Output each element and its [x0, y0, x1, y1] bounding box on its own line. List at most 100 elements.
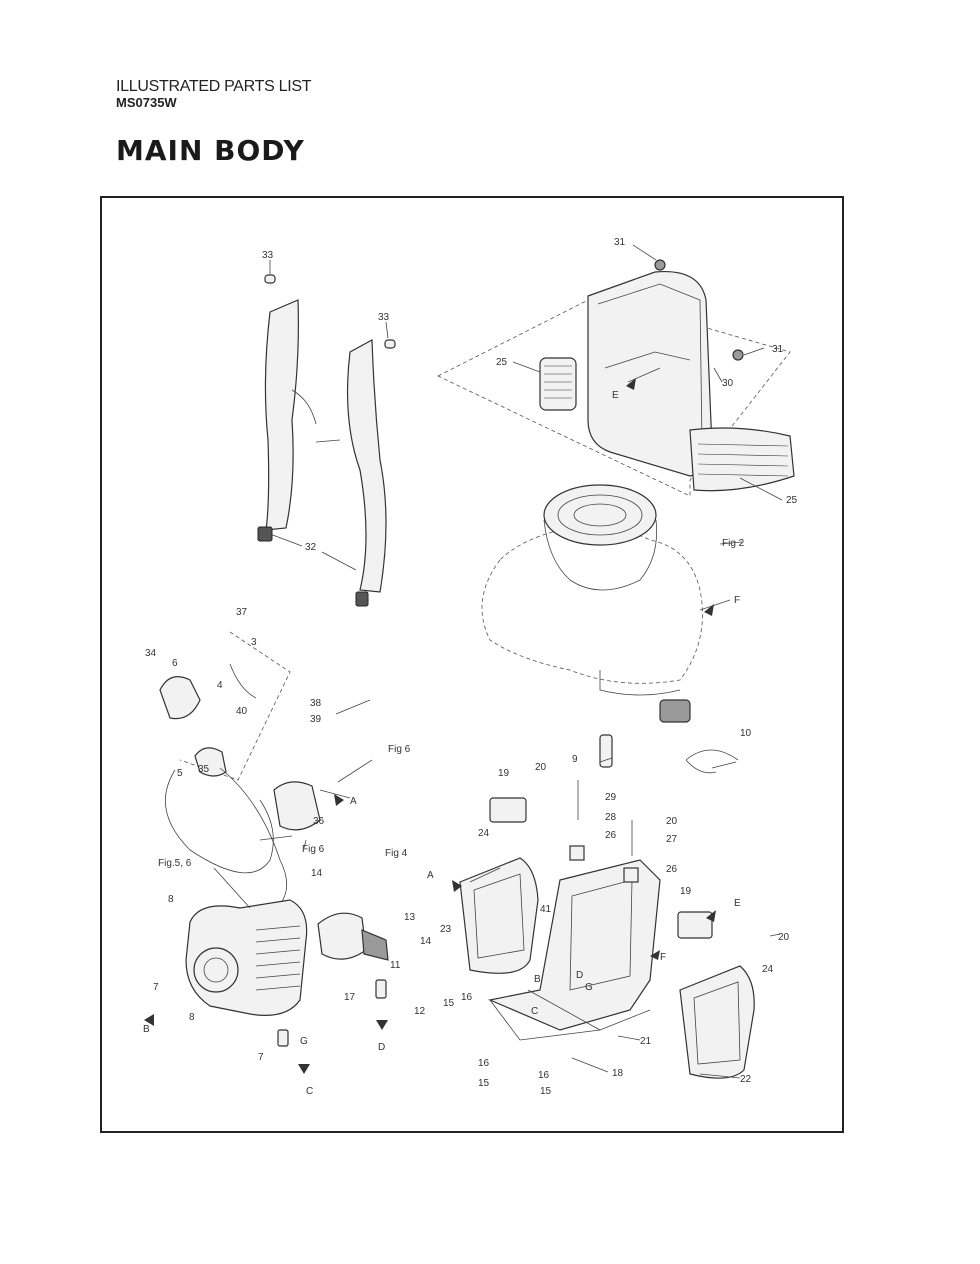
- bracket-19a: [489, 797, 527, 823]
- callout-c-right: C: [531, 1006, 538, 1017]
- screw-31a: [654, 259, 666, 271]
- callout-10a: 10: [740, 728, 752, 739]
- callout-32: 32: [305, 542, 317, 553]
- callout-a-right: A: [427, 870, 434, 881]
- arrow-b: [144, 1014, 154, 1026]
- pad-22: [679, 965, 755, 1079]
- callout-36: 36: [313, 816, 325, 827]
- callout-17: 17: [344, 992, 356, 1003]
- callout-8a: 8: [168, 894, 174, 905]
- callout-fig6-b: Fig 6: [302, 844, 325, 855]
- callout-fig5-6: Fig.5, 6: [158, 858, 192, 869]
- callout-14a: 14: [311, 868, 323, 879]
- callout-20b: 20: [666, 816, 678, 827]
- arrow-e1: [626, 378, 636, 390]
- callout-b-left: B: [143, 1024, 150, 1035]
- throttle-box: [273, 781, 321, 831]
- arrow-a1: [334, 794, 344, 806]
- arrow-a2: [452, 880, 462, 892]
- document-type: ILLUSTRATED PARTS LIST: [116, 78, 312, 95]
- clip-10: [685, 749, 739, 774]
- callout-18: 18: [612, 1068, 624, 1079]
- callout-3: 3: [251, 637, 257, 648]
- callout-4: 4: [217, 680, 223, 691]
- callout-34: 34: [145, 648, 157, 659]
- pad-23: [459, 857, 539, 974]
- arrow-f1: [704, 604, 714, 616]
- callout-g-right: G: [585, 982, 593, 993]
- callout-fig4: Fig 4: [385, 848, 408, 859]
- air-filter-25a: [539, 357, 577, 411]
- clamp-26b: [623, 867, 639, 883]
- bracket-11: [361, 929, 389, 961]
- callout-31a: 31: [614, 237, 626, 248]
- callout-29: 29: [605, 792, 617, 803]
- callout-27: 27: [666, 834, 678, 845]
- fuel-tank-group: [481, 484, 739, 774]
- pin-33b: [384, 339, 396, 349]
- callout-28: 28: [605, 812, 617, 823]
- callout-24b: 24: [762, 964, 774, 975]
- screw-31b: [732, 349, 744, 361]
- air-filter-25b: [689, 427, 795, 492]
- callout-13: 13: [404, 912, 416, 923]
- callout-g-left: G: [300, 1036, 308, 1047]
- callout-16c: 16: [538, 1070, 550, 1081]
- callout-26a: 26: [605, 830, 617, 841]
- plug-7: [277, 1029, 289, 1047]
- fuel-cap: [659, 699, 691, 723]
- air-cleaner-group: [437, 259, 795, 497]
- callout-20c: 20: [778, 932, 790, 943]
- fuel-filter-9: [599, 734, 613, 768]
- bracket-19b: [677, 911, 713, 939]
- strap-left: [264, 299, 299, 531]
- callout-12: 12: [414, 1006, 426, 1017]
- shoulder-strap-group: [257, 274, 396, 607]
- callout-26b: 26: [666, 864, 678, 875]
- callout-15a: 15: [443, 998, 455, 1009]
- strap-right: [346, 339, 387, 593]
- frame-group: [459, 780, 755, 1079]
- callout-30: 30: [722, 378, 734, 389]
- callout-labels: 31 31 30 25 25 E 33 33 32 Fig 2 F 37 3 3…: [143, 237, 798, 1097]
- callout-11: 11: [390, 960, 401, 971]
- blower-inlet: [543, 484, 657, 546]
- section-title: MAIN BODY: [116, 134, 305, 167]
- callout-f-top: F: [734, 595, 740, 606]
- callout-d-right: D: [576, 970, 583, 981]
- leader-lines: [213, 244, 783, 1079]
- callout-38: 38: [310, 698, 322, 709]
- intake-manifold-4: [317, 912, 367, 960]
- callout-7a: 7: [153, 982, 159, 993]
- plug-12: [375, 979, 387, 999]
- callout-40: 40: [236, 706, 248, 717]
- callout-25b: 25: [786, 495, 798, 506]
- frame-21: [487, 859, 661, 1031]
- callout-e-top: E: [612, 390, 619, 401]
- arrow-f2: [650, 950, 660, 960]
- callout-a-left: A: [350, 796, 357, 807]
- callout-22: 22: [740, 1074, 752, 1085]
- callout-8b: 8: [189, 1012, 195, 1023]
- callout-fig6-a: Fig 6: [388, 744, 411, 755]
- callout-25a: 25: [496, 357, 508, 368]
- callout-24a: 24: [478, 828, 490, 839]
- callout-d-left: D: [378, 1042, 385, 1053]
- callout-39: 39: [310, 714, 322, 725]
- throttle-lever-35: [194, 747, 227, 777]
- callout-15c: 15: [540, 1086, 552, 1097]
- diagram-frame: [100, 196, 844, 1133]
- callout-33b: 33: [378, 312, 390, 323]
- callout-16a: 16: [461, 992, 473, 1003]
- switch-housing-6: [159, 676, 201, 720]
- direction-arrows: [144, 378, 716, 1074]
- callout-6a: 6: [172, 658, 178, 669]
- callout-b-right: B: [534, 974, 541, 985]
- callout-5: 5: [177, 768, 183, 779]
- callout-37: 37: [236, 607, 248, 618]
- callout-7b: 7: [258, 1052, 264, 1063]
- callout-16b: 16: [478, 1058, 490, 1069]
- model-number: MS0735W: [116, 95, 177, 110]
- callout-e-right: E: [734, 898, 741, 909]
